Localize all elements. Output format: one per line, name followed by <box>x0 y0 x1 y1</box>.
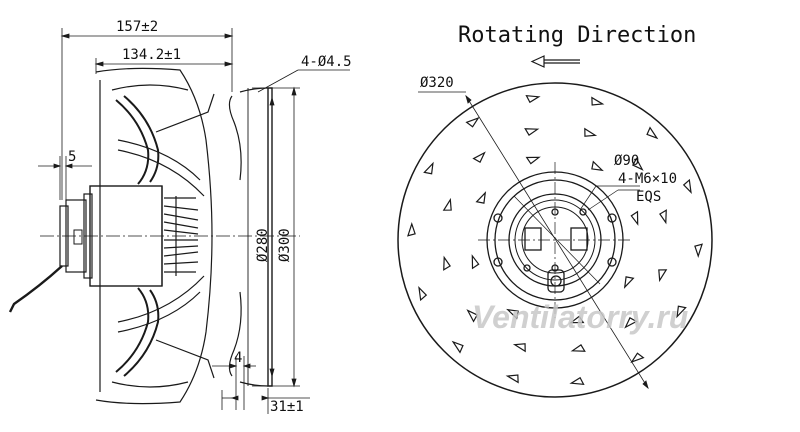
blade-tip <box>451 340 464 354</box>
rotation-indicator: Rotating Direction <box>458 23 696 68</box>
front-view <box>397 82 713 398</box>
blade-tip <box>505 374 519 384</box>
blade-tip <box>584 127 598 137</box>
blade-tip <box>512 343 526 353</box>
blade-tip <box>525 94 541 104</box>
blade-tip <box>646 126 659 140</box>
blade-tip <box>630 352 645 364</box>
blade-tip <box>624 317 638 329</box>
dim-mount-holes: 4-Ø4.5 <box>301 54 352 70</box>
front-dimensions: Ø320 Ø90 4-M6×10 EQS <box>418 75 677 390</box>
blade-tip <box>418 285 428 302</box>
rotation-arrow-icon <box>530 55 580 68</box>
blade-tip <box>569 315 585 324</box>
blade-tip <box>682 178 692 195</box>
side-view <box>8 67 300 405</box>
impeller-side <box>95 67 215 405</box>
blade-tip <box>623 276 635 289</box>
hub-window-left <box>524 227 542 251</box>
blade-tip <box>472 151 486 163</box>
blade-tip <box>475 191 487 204</box>
blade-tip <box>570 344 586 352</box>
blade-tip <box>632 157 644 171</box>
blade-tip <box>442 197 452 211</box>
blade-tip <box>524 128 540 136</box>
blade-tip <box>591 160 604 172</box>
motor-body <box>59 185 199 287</box>
dim-outer-ring-dia: Ø300 <box>277 228 293 262</box>
rotating-direction-title: Rotating Direction <box>458 23 696 48</box>
blade-tip <box>466 309 478 323</box>
dim-impeller-dia: Ø320 <box>420 75 454 91</box>
blade-tip <box>630 210 639 226</box>
blade-tip <box>506 308 519 320</box>
cable <box>8 265 63 313</box>
impeller-outer-circle <box>397 82 713 398</box>
side-dimensions: 157±2 134.2±1 4-Ø4.5 5 4 31±1 Ø280 Ø300 <box>38 19 352 415</box>
cable-gland <box>547 269 565 293</box>
blade-tip <box>591 96 605 106</box>
blade-tip <box>525 156 541 165</box>
blade-tip <box>659 209 667 225</box>
blade-tip <box>443 255 451 271</box>
dim-inner-ring-dia: Ø280 <box>255 228 271 262</box>
blade-tip <box>423 161 434 175</box>
blade-tip <box>676 305 687 319</box>
watermark: Ventilatorry.ru <box>472 299 688 335</box>
blade-tip <box>694 243 703 258</box>
dim-overall-length: 157±2 <box>116 19 158 35</box>
dim-hub-screws: 4-M6×10 <box>618 171 677 187</box>
dim-body-length: 134.2±1 <box>122 47 181 63</box>
dim-shaft-offset: 5 <box>68 149 76 165</box>
blade-tip <box>465 116 480 128</box>
dim-hub-screws-note: EQS <box>636 189 661 205</box>
dim-hub-dia: Ø90 <box>614 153 639 169</box>
dim-flange-thickness: 4 <box>234 350 242 366</box>
blade-tip <box>658 269 668 283</box>
blade-tip <box>407 222 416 237</box>
blade-tips <box>407 94 703 386</box>
blade-tip <box>471 254 480 270</box>
dim-inlet-depth: 31±1 <box>270 399 304 415</box>
blade-tip <box>569 376 585 386</box>
hub-window-right <box>570 227 588 251</box>
